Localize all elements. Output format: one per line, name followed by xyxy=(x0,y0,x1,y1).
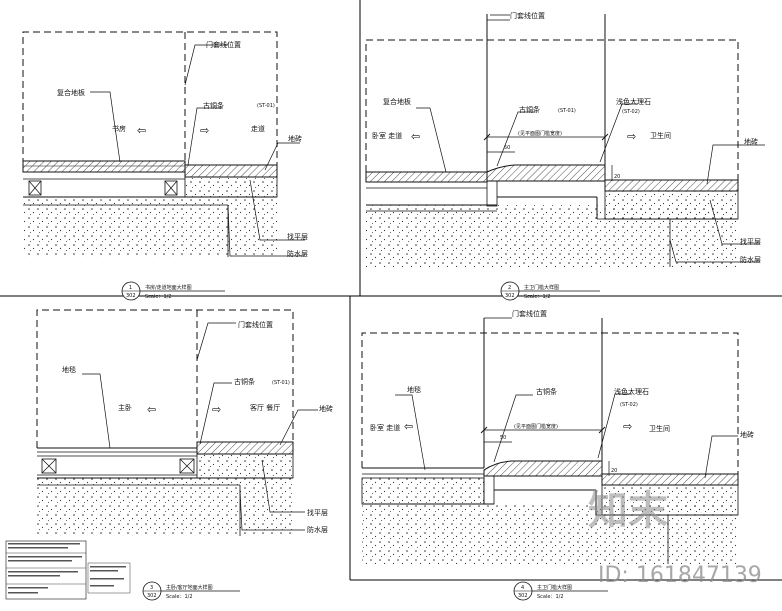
sheet-ref: 302 xyxy=(505,293,515,299)
brass-strip-label: 古铜条 xyxy=(234,377,255,386)
detail-scale: Scale：1/2 xyxy=(537,594,564,600)
left-floor-label: 复合地板 xyxy=(383,97,411,106)
arrow-left-icon: ⇦ xyxy=(404,420,413,433)
detail-scale: Scale：1/2 xyxy=(166,594,193,600)
arrow-left-icon: ⇦ xyxy=(137,124,146,137)
arrow-right-icon: ⇨ xyxy=(623,420,632,433)
detail-title-mark: 4 302 主卫门槛大样图 Scale：1/2 xyxy=(513,581,608,601)
door-line-label: 门套线位置 xyxy=(238,320,273,329)
panel-2: ⇦ ⇨ 门套线位置 复合地板 卧室 走道 古铜条 (ST-01) 浅色大理石 (… xyxy=(365,11,765,301)
detail-number: 4 xyxy=(521,585,524,591)
arrow-right-icon: ⇨ xyxy=(200,124,209,137)
dimension-20: 20 xyxy=(611,468,617,474)
arrow-right-icon: ⇨ xyxy=(627,130,636,143)
screed-label: 找平层 xyxy=(287,232,308,241)
screed-label: 找平层 xyxy=(307,508,328,517)
dimension-50: 50 xyxy=(504,145,510,151)
panel-3: ⇦ ⇨ 门套线位置 地毯 主卧 古铜条 (ST-01) 客厅 餐厅 地砖 找平层… xyxy=(36,309,333,601)
right-room-label: 客厅 餐厅 xyxy=(250,403,280,412)
door-line-label: 门套线位置 xyxy=(206,40,241,49)
left-floor-label: 地毯 xyxy=(62,365,76,374)
detail-number: 3 xyxy=(150,585,153,591)
panel-4: ⇦ ⇨ 门套线位置 地毯 卧室 走道 古铜条 浅色大理石 (ST-02) (见平… xyxy=(361,309,754,601)
marble-label: 浅色大理石 xyxy=(616,97,651,106)
marble-code: (ST-02) xyxy=(620,402,638,408)
detail-title: 主卧/客厅地面大样图 xyxy=(166,584,213,591)
detail-title: 书房/走道地面大样图 xyxy=(145,284,192,291)
left-room-label: 主卧 xyxy=(118,403,132,412)
right-room-label: 卫生间 xyxy=(649,424,670,433)
dimension-50: 50 xyxy=(500,435,506,441)
left-room-label: 书房 xyxy=(112,124,126,133)
left-floor-label: 复合地板 xyxy=(57,88,85,97)
left-room-label: 卧室 走道 xyxy=(372,131,402,140)
screed-label: 找平层 xyxy=(740,237,761,246)
dimension-20: 20 xyxy=(614,174,620,180)
detail-scale: Scale：1/2 xyxy=(524,294,551,300)
brass-strip-label: 古铜条 xyxy=(519,105,540,114)
detail-number: 1 xyxy=(129,285,132,291)
arrow-left-icon: ⇦ xyxy=(411,130,420,143)
watermark-logo: 知末 xyxy=(588,488,668,534)
door-line-label: 门套线位置 xyxy=(512,309,547,318)
material-code: (ST-01) xyxy=(257,103,275,109)
panel-1: ⇦ ⇨ 门套线位置 复合地板 书房 古铜条 (ST-01) 走道 地砖 找平层 … xyxy=(22,31,308,301)
dimension-note: (见平面图门槛宽度) xyxy=(514,423,558,430)
right-room-label: 走道 xyxy=(251,124,265,133)
waterproof-label: 防水层 xyxy=(287,249,308,258)
tile-label: 地砖 xyxy=(744,137,758,146)
sheet-ref: 302 xyxy=(147,593,157,599)
detail-title: 主卫门槛大样图 xyxy=(524,284,559,291)
title-block xyxy=(5,540,131,600)
brass-strip-label: 古铜条 xyxy=(203,101,224,110)
tile-label: 地砖 xyxy=(740,430,754,439)
detail-title-mark: 2 302 主卫门槛大样图 Scale：1/2 xyxy=(500,281,600,301)
sheet-ref: 302 xyxy=(126,293,136,299)
detail-title-mark: 3 302 主卧/客厅地面大样图 Scale：1/2 xyxy=(142,581,240,601)
door-line-label: 门套线位置 xyxy=(510,11,545,20)
left-room-label: 卧室 走道 xyxy=(370,423,400,432)
arrow-right-icon: ⇨ xyxy=(212,403,221,416)
material-code: (ST-01) xyxy=(558,108,576,114)
waterproof-label: 防水层 xyxy=(307,525,328,534)
dimension-note: (见平面图门槛宽度) xyxy=(518,130,562,137)
detail-number: 2 xyxy=(508,285,511,291)
detail-title-mark: 1 302 书房/走道地面大样图 Scale：1/2 xyxy=(121,281,225,301)
waterproof-label: 防水层 xyxy=(740,255,761,264)
tile-label: 地砖 xyxy=(319,404,333,413)
watermark: 知末 ID: 161847139 xyxy=(588,488,762,588)
material-code: (ST-01) xyxy=(272,380,290,386)
right-room-label: 卫生间 xyxy=(650,131,671,140)
marble-label: 浅色大理石 xyxy=(614,387,649,396)
tile-label: 地砖 xyxy=(288,134,302,143)
sheet-ref: 302 xyxy=(518,593,528,599)
watermark-id: ID: 161847139 xyxy=(598,563,762,588)
brass-strip-label: 古铜条 xyxy=(536,387,557,396)
left-floor-label: 地毯 xyxy=(407,385,421,394)
detail-scale: Scale：1/2 xyxy=(145,294,172,300)
arrow-left-icon: ⇦ xyxy=(147,403,156,416)
marble-code: (ST-02) xyxy=(622,109,640,115)
detail-title: 主卫门槛大样图 xyxy=(537,584,572,591)
